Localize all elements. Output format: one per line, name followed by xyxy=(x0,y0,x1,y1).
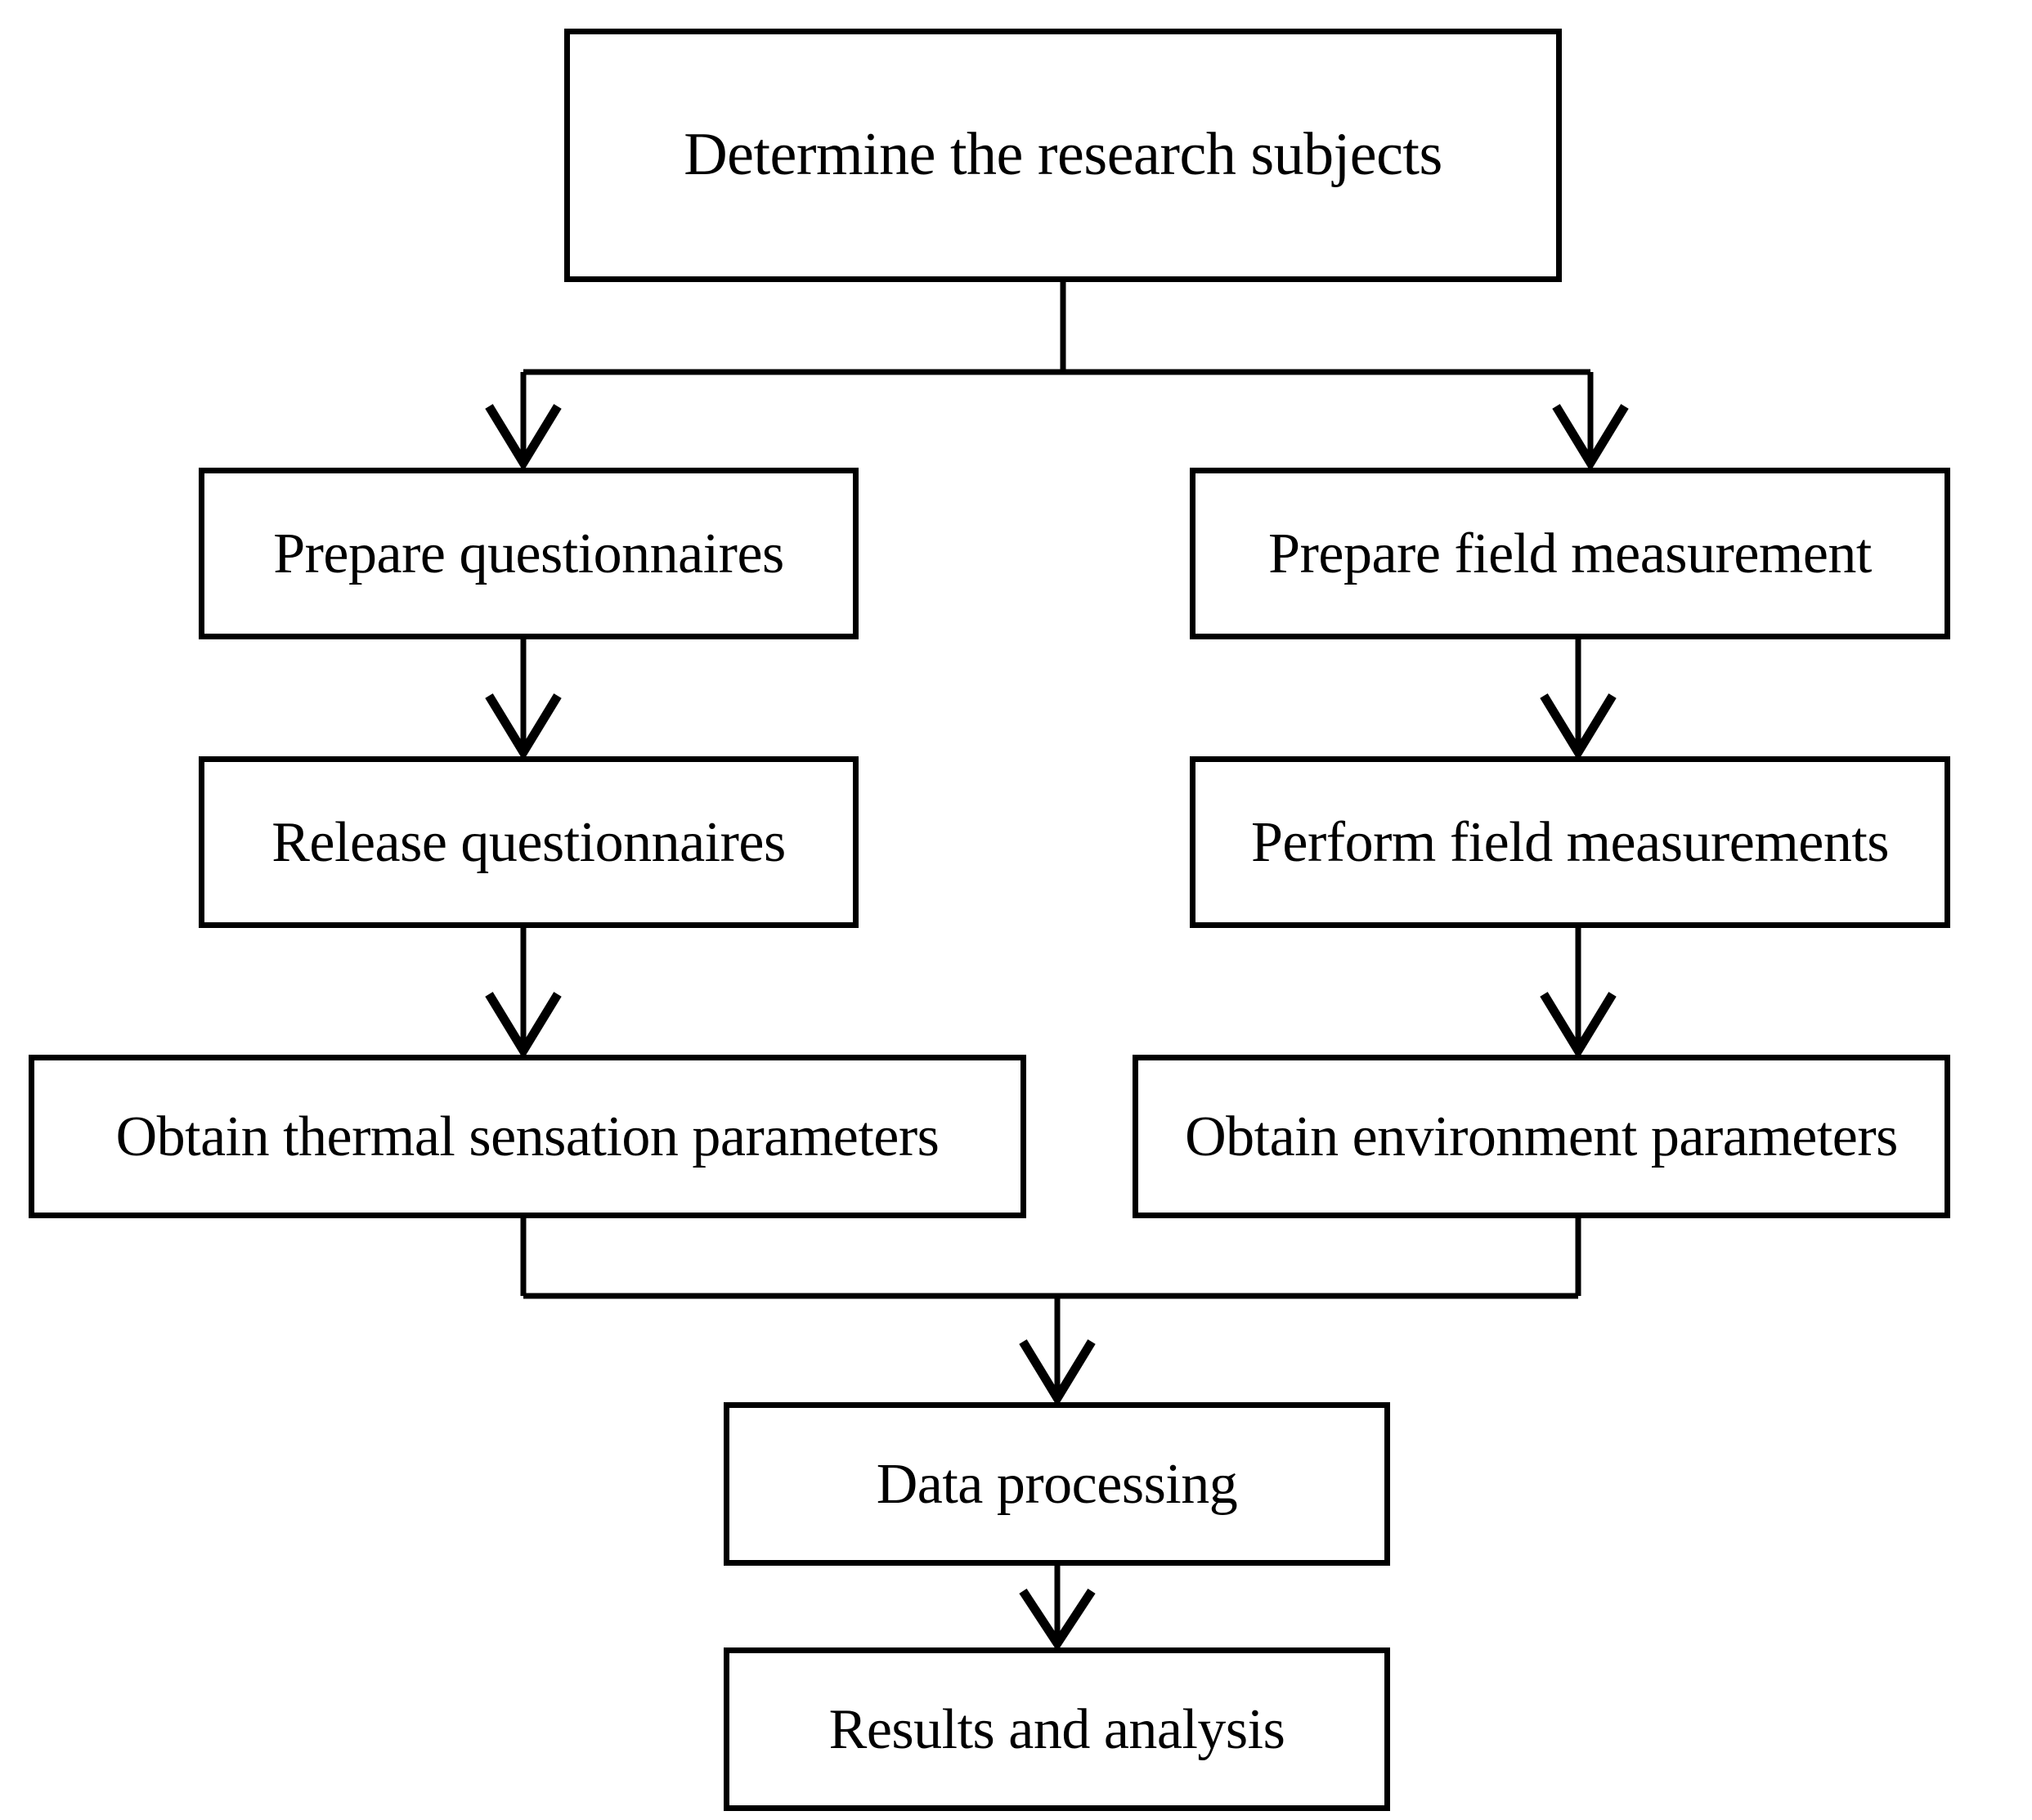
node-data-processing[interactable]: Data processing xyxy=(724,1402,1390,1566)
edge-merge-to-data-processing xyxy=(520,1218,1581,1407)
arrowhead-obtain-thermal-sensation-parameters xyxy=(485,992,562,1060)
node-label: Perform field measurements xyxy=(1250,810,1890,874)
node-label: Results and analysis xyxy=(828,1697,1285,1761)
node-perform-field-measurements[interactable]: Perform field measurements xyxy=(1190,756,1950,928)
edge-prepfield-to-performfield xyxy=(1540,639,1617,761)
node-label: Prepare questionnaires xyxy=(273,522,784,585)
node-obtain-environment-parameters[interactable]: Obtain environment parameters xyxy=(1133,1055,1950,1218)
node-obtain-thermal-sensation-parameters[interactable]: Obtain thermal sensation parameters xyxy=(29,1055,1026,1218)
arrowhead-results-and-analysis xyxy=(1019,1588,1096,1652)
edge-dataproc-to-results xyxy=(1019,1566,1096,1652)
arrowhead-data-processing xyxy=(1019,1339,1096,1407)
node-label: Obtain environment parameters xyxy=(1185,1105,1898,1168)
arrowhead-perform-field-measurements xyxy=(1540,693,1617,761)
arrowhead-prepare-questionnaires xyxy=(485,404,562,472)
arrowhead-release-questionnaires xyxy=(485,693,562,761)
node-determine-the-research-subjects[interactable]: Determine the research subjects xyxy=(564,29,1562,282)
node-prepare-questionnaires[interactable]: Prepare questionnaires xyxy=(199,468,859,639)
node-label: Obtain thermal sensation parameters xyxy=(115,1105,940,1168)
edge-performfield-to-envparams xyxy=(1540,928,1617,1060)
edge-prepquest-to-releasequest xyxy=(485,639,562,761)
node-label: Release questionnaires xyxy=(271,810,786,874)
node-prepare-field-measurement[interactable]: Prepare field measurement xyxy=(1190,468,1950,639)
edge-determine-split xyxy=(485,282,1629,472)
node-release-questionnaires[interactable]: Release questionnaires xyxy=(199,756,859,928)
node-label: Data processing xyxy=(876,1452,1238,1516)
arrowhead-obtain-environment-parameters xyxy=(1540,992,1617,1060)
edge-releasequest-to-thermalparams xyxy=(485,928,562,1060)
node-label: Prepare field measurement xyxy=(1268,522,1872,585)
node-label: Determine the research subjects xyxy=(684,121,1442,189)
node-results-and-analysis[interactable]: Results and analysis xyxy=(724,1647,1390,1811)
arrowhead-prepare-field-measurement xyxy=(1552,404,1629,472)
